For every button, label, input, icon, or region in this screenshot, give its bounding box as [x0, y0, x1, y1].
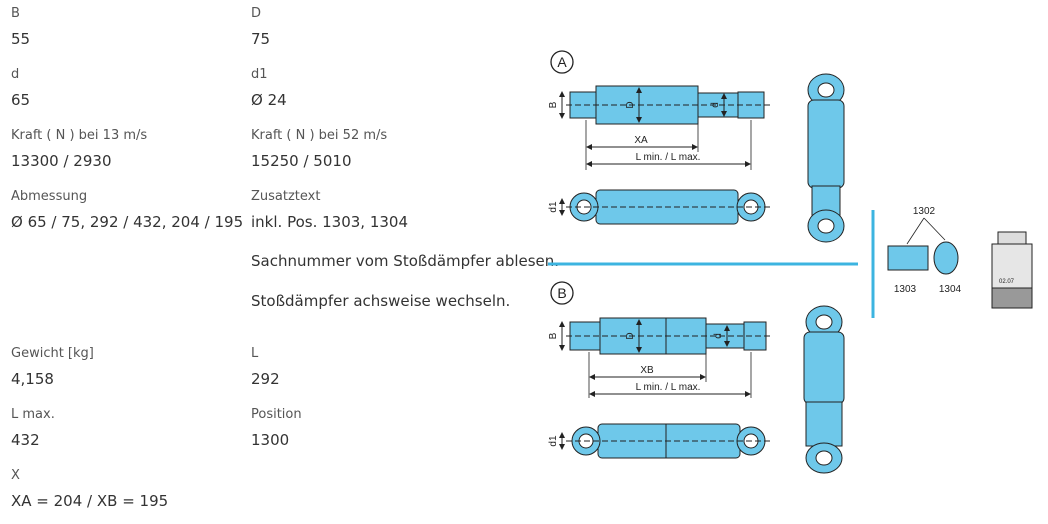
field-label: Gewicht [kg] [11, 346, 94, 361]
variant-b-letter: B [557, 285, 566, 301]
part-1304 [933, 241, 959, 275]
shock-absorber-diagram: A B D d XA L min. / L max. [548, 50, 1033, 474]
field-value: Ø 65 / 75, 292 / 432, 204 / 195 [11, 213, 244, 231]
field-label: L max. [11, 407, 55, 422]
field-value: 4,158 [11, 370, 54, 388]
field-d: d 65 [11, 67, 241, 109]
field-dimension: Abmessung Ø 65 / 75, 292 / 432, 204 / 19… [11, 189, 244, 231]
dim-label-b: B [548, 332, 559, 339]
field-extra-text: Zusatztext inkl. Pos. 1303, 1304 [251, 189, 481, 231]
field-value: inkl. Pos. 1303, 1304 [251, 213, 408, 231]
field-weight: Gewicht [kg] 4,158 [11, 346, 241, 388]
dim-label-xa: XA [634, 135, 648, 146]
dim-label-d: d [710, 102, 721, 108]
part-label-1302: 1302 [913, 206, 936, 217]
field-label: d1 [251, 67, 268, 82]
field-d-outer: D 75 [251, 6, 481, 48]
field-label: d [11, 67, 20, 82]
dim-label-d: d [713, 333, 724, 339]
dim-label-d-outer: D [625, 332, 636, 339]
bushing-parts: 1302 1303 1304 02.07 [887, 206, 1033, 309]
field-value: 75 [251, 30, 271, 48]
field-position: Position 1300 [251, 407, 481, 449]
field-label: D [251, 6, 262, 21]
field-value: 292 [251, 370, 280, 388]
variant-a-marker [550, 50, 574, 74]
dim-label-b: B [548, 101, 559, 108]
field-label: B [11, 6, 20, 21]
note-replace-per-axle: Stoßdämpfer achsweise wechseln. [251, 292, 511, 310]
note-read-part-number: Sachnummer vom Stoßdämpfer ablesen. [251, 252, 560, 270]
dim-label-d-outer: D [625, 101, 636, 108]
dim-label-l-range: L min. / L max. [636, 382, 701, 393]
field-lmax: L max. 432 [11, 407, 241, 449]
field-length: L 292 [251, 346, 481, 388]
field-b: B 55 [11, 6, 241, 48]
part-1303 [887, 245, 929, 271]
field-value: 15250 / 5010 [251, 152, 352, 170]
field-label: X [11, 468, 20, 483]
dim-label-l-range: L min. / L max. [636, 152, 701, 163]
variant-b: B B D d XB L min. / L max. [548, 281, 845, 474]
variant-a: A B D d XA L min. / L max. [548, 50, 845, 243]
part-label-1304: 1304 [939, 284, 962, 295]
dim-label-d1: d1 [548, 435, 559, 447]
field-value: 432 [11, 431, 40, 449]
field-value: 55 [11, 30, 31, 48]
field-label: Abmessung [11, 189, 88, 204]
variant-a-letter: A [557, 54, 567, 70]
variant-b-marker [550, 281, 574, 305]
field-x: X XA = 204 / XB = 195 [11, 468, 241, 510]
shock-3d-view-a [807, 73, 845, 243]
field-label: Kraft ( N ) bei 13 m/s [11, 128, 148, 143]
field-d1: d1 Ø 24 [251, 67, 481, 109]
part-marking: 02.07 [999, 279, 1015, 285]
field-value: 1300 [251, 431, 290, 449]
field-force-52: Kraft ( N ) bei 52 m/s 15250 / 5010 [251, 128, 481, 170]
field-label: Zusatztext [251, 189, 321, 204]
shock-side-view-b [566, 317, 770, 355]
dim-label-d1: d1 [548, 201, 559, 213]
part-label-1303: 1303 [894, 284, 917, 295]
field-label: Kraft ( N ) bei 52 m/s [251, 128, 388, 143]
shock-eye-view-a [566, 189, 770, 225]
field-label: L [251, 346, 259, 361]
field-value: Ø 24 [251, 91, 287, 109]
field-value: 65 [11, 91, 31, 109]
shock-eye-view-b [566, 423, 770, 459]
shock-3d-view-b [803, 305, 845, 474]
field-value: 13300 / 2930 [11, 152, 112, 170]
field-force-13: Kraft ( N ) bei 13 m/s 13300 / 2930 [11, 128, 241, 170]
field-value: XA = 204 / XB = 195 [11, 492, 169, 510]
shock-detail-part [991, 231, 1033, 309]
dim-label-xb: XB [640, 365, 654, 376]
shock-side-view-a [566, 85, 770, 125]
field-label: Position [251, 407, 302, 422]
